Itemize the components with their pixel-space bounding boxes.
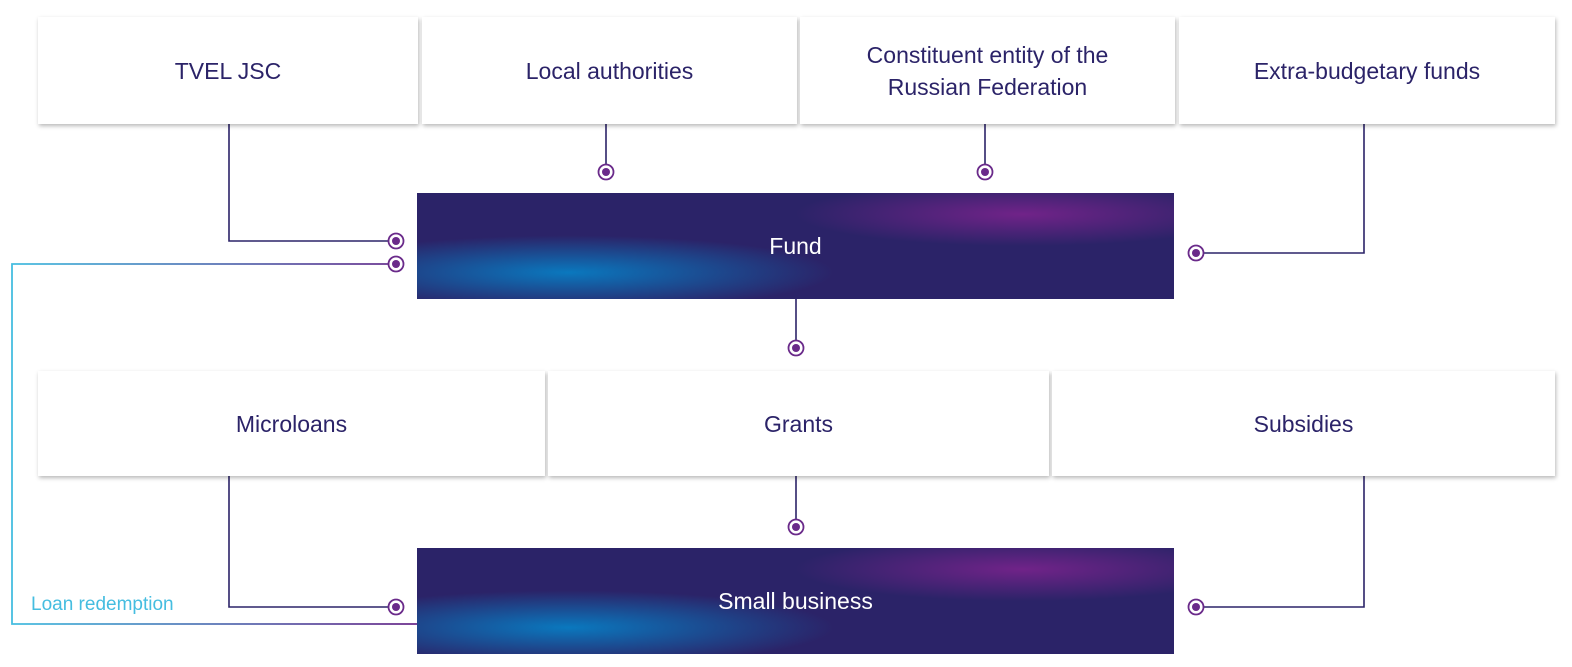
line-loan-redemption: [11, 263, 417, 625]
line-tvel: [228, 124, 389, 242]
source-label: TVEL JSC: [174, 57, 282, 84]
line-extra: [1203, 124, 1365, 254]
instrument-grants: Grants: [548, 371, 1049, 476]
source-local-authorities: Local authorities: [422, 17, 797, 124]
source-tvel: TVEL JSC: [38, 17, 418, 124]
instrument-label: Microloans: [235, 410, 348, 437]
instrument-label: Subsidies: [1253, 410, 1354, 437]
loan-redemption-label: Loan redemption: [31, 594, 174, 615]
fund-label: Fund: [769, 232, 822, 259]
line-subsidies: [1203, 476, 1365, 608]
instrument-microloans: Microloans: [38, 371, 545, 476]
small-business-label: Small business: [718, 587, 873, 614]
fund-box: Fund: [417, 193, 1174, 299]
source-label: Constituent entity of the Russian Federa…: [866, 41, 1109, 100]
instrument-label: Grants: [763, 410, 834, 437]
source-extra-budgetary: Extra-budgetary funds: [1179, 17, 1555, 124]
source-constituent-entity: Constituent entity of the Russian Federa…: [800, 17, 1175, 124]
source-label: Extra-budgetary funds: [1253, 57, 1481, 84]
line-microloans: [228, 476, 389, 608]
instrument-subsidies: Subsidies: [1052, 371, 1555, 476]
source-label: Local authorities: [525, 57, 694, 84]
small-business-box: Small business: [417, 548, 1174, 654]
